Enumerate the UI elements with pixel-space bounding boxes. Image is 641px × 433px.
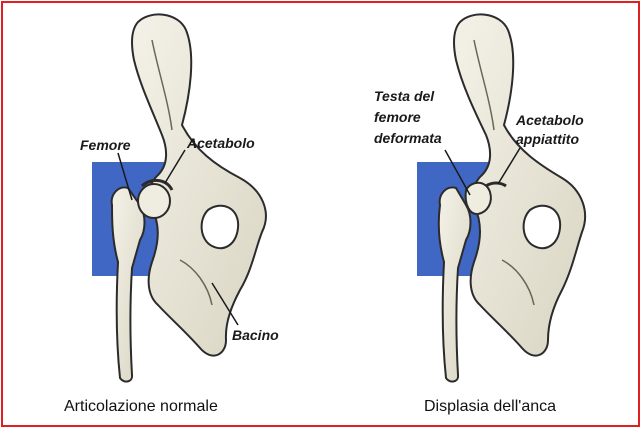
label-femore: Femore — [80, 137, 131, 153]
deformed-femoral-head — [466, 183, 491, 214]
label-acetabolo: Acetabolo — [186, 135, 255, 151]
caption-normal: Articolazione normale — [64, 398, 218, 415]
label-testa-line3: deformata — [374, 130, 442, 146]
label-testa-line1: Testa del — [374, 88, 435, 104]
femoral-head — [138, 184, 170, 218]
caption-dysplasia: Displasia dell'anca — [424, 398, 556, 415]
obturator-foramen — [202, 206, 239, 248]
label-bacino: Bacino — [232, 327, 279, 343]
label-testa-line2: femore — [374, 109, 421, 125]
label-acetabolo-line2: appiattito — [516, 131, 579, 147]
obturator-foramen — [524, 206, 561, 248]
label-acetabolo-line1: Acetabolo — [515, 112, 584, 128]
